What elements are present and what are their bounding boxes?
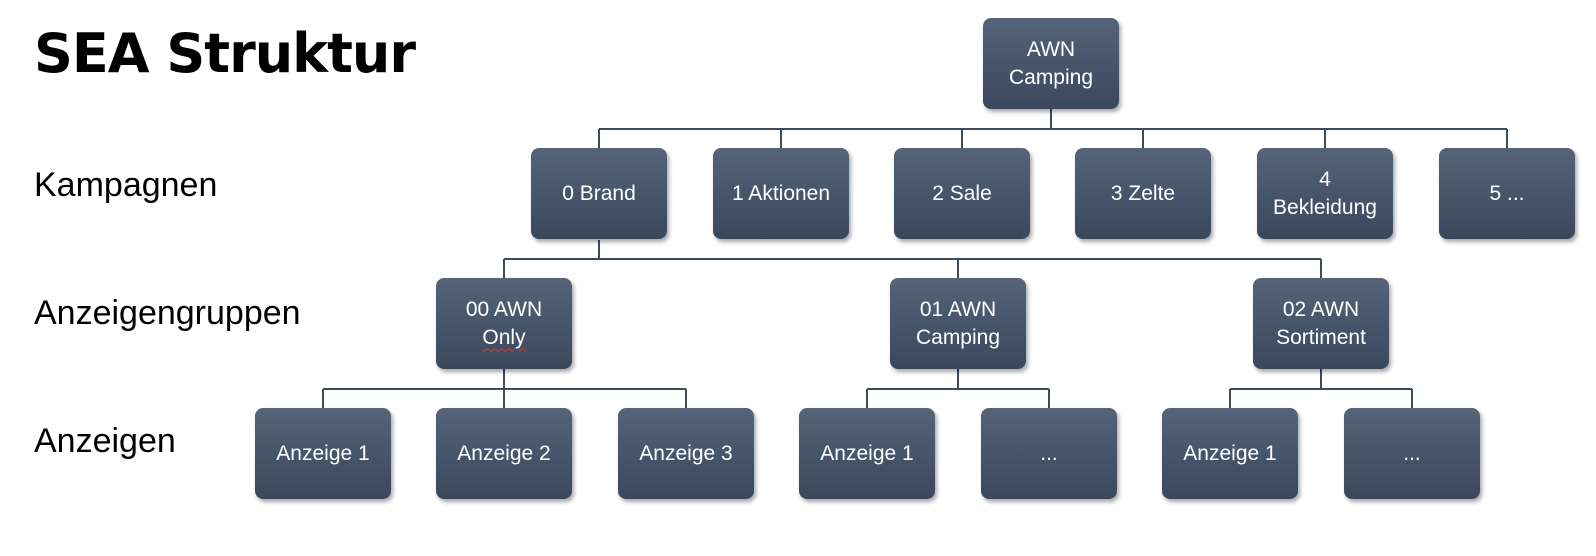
adgroup-label-line1: 00 AWN bbox=[465, 297, 543, 321]
ad-node-more: ... bbox=[981, 408, 1117, 499]
ad-node-more: ... bbox=[1344, 408, 1480, 499]
ad-node: Anzeige 1 bbox=[799, 408, 935, 499]
campaign-node-more: 5 ... bbox=[1439, 148, 1575, 239]
ad-node: Anzeige 1 bbox=[1162, 408, 1298, 499]
campaign-node-zelte: 3 Zelte bbox=[1075, 148, 1211, 239]
campaign-node-aktionen: 1 Aktionen bbox=[713, 148, 849, 239]
row-label-anzeigen: Anzeigen bbox=[34, 422, 176, 460]
campaign-node-brand: 0 Brand bbox=[531, 148, 667, 239]
campaign-node-bekleidung: 4 Bekleidung bbox=[1257, 148, 1393, 239]
adgroup-node-awn-camping: 01 AWN Camping bbox=[890, 278, 1026, 369]
campaign-node-sale: 2 Sale bbox=[894, 148, 1030, 239]
ad-node: Anzeige 1 bbox=[255, 408, 391, 499]
ad-node: Anzeige 3 bbox=[618, 408, 754, 499]
page-title: SEA Struktur bbox=[34, 22, 416, 85]
adgroup-node-awn-only: 00 AWN Only bbox=[436, 278, 572, 369]
ad-node: Anzeige 2 bbox=[436, 408, 572, 499]
root-node-awn-camping: AWN Camping bbox=[983, 18, 1119, 109]
row-label-anzeigengruppen: Anzeigengruppen bbox=[34, 294, 301, 332]
adgroup-label-line2: Only bbox=[482, 325, 526, 349]
row-label-kampagnen: Kampagnen bbox=[34, 166, 218, 204]
adgroup-node-awn-sortiment: 02 AWN Sortiment bbox=[1253, 278, 1389, 369]
